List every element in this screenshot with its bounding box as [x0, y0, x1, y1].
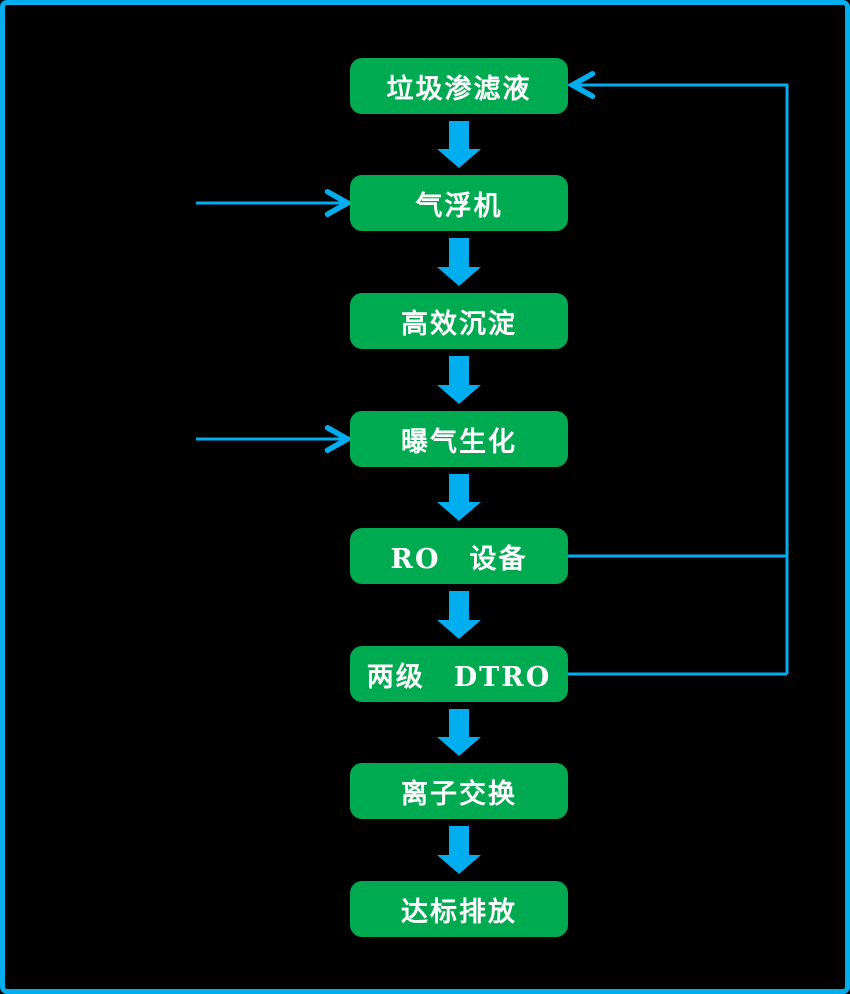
node-two-stage-dtro: 两级 DTRO — [350, 646, 568, 702]
node-air-flotation: 气浮机 — [350, 175, 568, 231]
flow-arrow-down-1 — [437, 121, 481, 168]
node-discharge: 达标排放 — [350, 881, 568, 937]
return-line-to-leachate — [575, 85, 789, 674]
node-ion-exchange: 离子交换 — [350, 763, 568, 819]
flow-arrow-down-3 — [437, 356, 481, 404]
node-high-eff-sedimentation: 高效沉淀 — [350, 293, 568, 349]
flow-arrow-down-7 — [437, 826, 481, 874]
node-leachate: 垃圾渗滤液 — [350, 58, 568, 114]
flow-arrow-down-6 — [437, 709, 481, 756]
flow-arrow-down-2 — [437, 238, 481, 286]
node-ro-equipment: RO 设备 — [350, 528, 568, 584]
flow-arrow-down-4 — [437, 474, 481, 521]
connector-layer — [196, 5, 789, 874]
node-aeration-biochem: 曝气生化 — [350, 411, 568, 467]
flow-arrow-down-5 — [437, 591, 481, 639]
